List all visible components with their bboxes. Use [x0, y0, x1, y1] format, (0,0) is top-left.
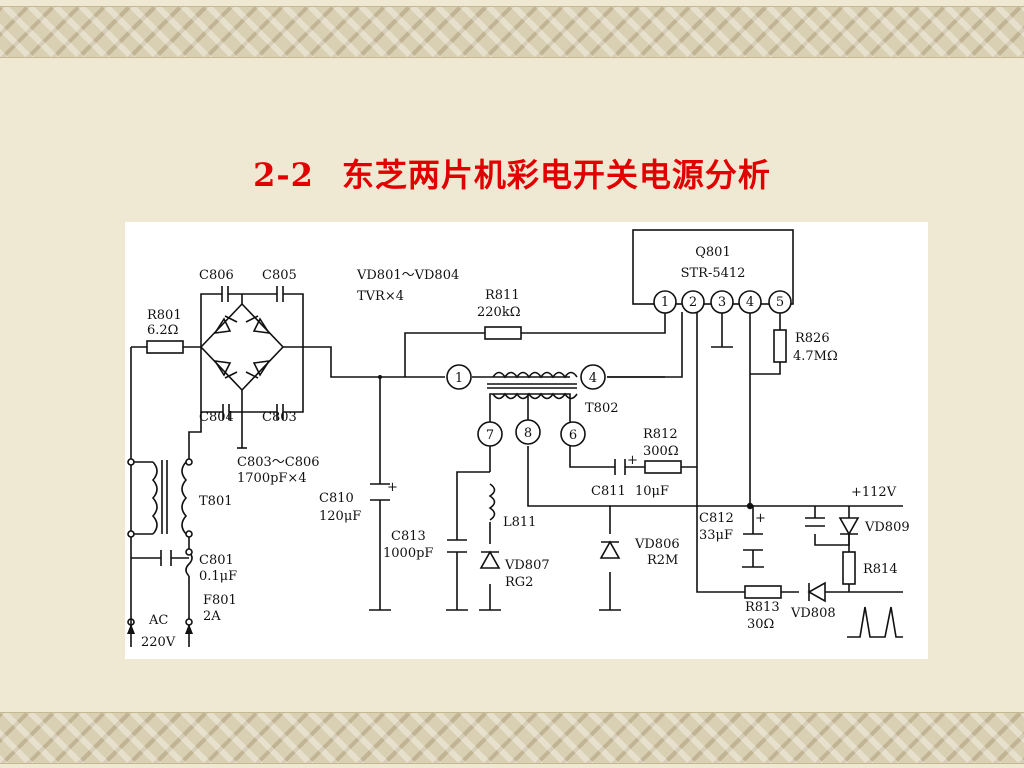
r814-resistor	[842, 551, 856, 585]
label-c803: C803	[262, 410, 297, 425]
t802-pins	[446, 364, 606, 447]
label-r812-value: 300Ω	[643, 444, 679, 459]
slide-title: 2-2 东芝两片机彩电开关电源分析	[0, 150, 1024, 196]
r801-resistor	[146, 340, 184, 354]
label-f801-value: 2A	[203, 609, 221, 624]
label-r813-value: 30Ω	[747, 617, 774, 632]
label-r811-value: 220kΩ	[477, 305, 520, 320]
label-c813: C813	[391, 529, 426, 544]
label-vd-range: VD801～VD804	[356, 268, 459, 283]
label-vd807-value: RG2	[505, 575, 533, 590]
label-c810: C810	[319, 491, 354, 506]
t802-pin-8: 8	[524, 426, 532, 441]
label-r826-value: 4.7MΩ	[793, 349, 838, 364]
label-vd809: VD809	[864, 520, 910, 535]
bottom-decorative-border	[0, 712, 1024, 764]
label-r801: R801	[147, 308, 182, 323]
label-ac: AC	[148, 613, 168, 628]
label-tvr: TVR×4	[357, 289, 404, 304]
l811-inductor	[488, 483, 496, 521]
label-vd806: VD806	[634, 537, 680, 552]
label-c804: C804	[199, 410, 234, 425]
label-c801-value: 0.1μF	[199, 569, 237, 584]
label-c806: C806	[199, 268, 234, 283]
bridge-caps-top	[221, 286, 284, 302]
label-c812: C812	[699, 511, 734, 526]
label-vd807: VD807	[504, 558, 550, 573]
label-c801: C801	[199, 553, 234, 568]
label-c811-value: 10μF	[635, 484, 669, 499]
circuit-svg: 1 2 3 4 5 1 4 7 8 6 C806 C805 C804 C803 …	[127, 229, 910, 650]
vd807-diode	[479, 550, 501, 569]
c811-plus: +	[627, 453, 638, 468]
q801-pin-3: 3	[718, 295, 726, 310]
q801-pin-5: 5	[776, 295, 784, 310]
label-r813: R813	[745, 600, 780, 615]
r813-resistor	[744, 585, 782, 599]
label-f801: F801	[203, 593, 237, 608]
t802-transformer	[487, 371, 578, 400]
snubber-capacitor	[805, 517, 825, 527]
label-c810-value: 120μF	[319, 509, 361, 524]
top-decorative-border	[0, 6, 1024, 58]
q801-pin-2: 2	[689, 295, 697, 310]
label-r801-value: 6.2Ω	[147, 323, 178, 338]
c812-capacitor	[743, 533, 763, 551]
label-l811: L811	[503, 515, 536, 530]
label-q801-type: STR-5412	[681, 266, 746, 281]
r811-resistor	[484, 326, 522, 340]
label-c-range-value: 1700pF×4	[237, 471, 307, 486]
junction-dot	[746, 502, 754, 510]
label-ac-value: 220V	[141, 635, 176, 650]
label-vd806-value: R2M	[647, 553, 678, 568]
label-t802: T802	[585, 401, 618, 416]
label-c811: C811	[591, 484, 626, 499]
label-out-voltage: +112V	[851, 485, 897, 500]
vd808-diode	[807, 581, 826, 603]
r826-resistor	[773, 329, 787, 363]
label-c812-value: 33μF	[699, 528, 733, 543]
title-number: 2-2	[253, 156, 314, 194]
bridge-diodes	[213, 315, 271, 379]
t802-pin-4: 4	[589, 371, 597, 386]
label-c-range: C803～C806	[237, 455, 320, 470]
wires	[130, 293, 903, 638]
label-r826: R826	[795, 331, 830, 346]
vd809-diode	[838, 517, 860, 536]
c810-plus: +	[387, 480, 398, 495]
label-r812: R812	[643, 427, 678, 442]
bridge-caps-bottom	[222, 404, 284, 420]
t802-pin-7: 7	[486, 428, 494, 443]
t802-pin-1: 1	[455, 371, 463, 386]
c813-capacitor	[447, 539, 467, 553]
f801-fuse	[127, 548, 193, 647]
c811-capacitor	[614, 459, 626, 475]
c810-capacitor	[370, 483, 390, 501]
label-q801: Q801	[695, 245, 730, 260]
label-vd808: VD808	[790, 606, 836, 621]
labels: 1 2 3 4 5 1 4 7 8 6 C806 C805 C804 C803 …	[141, 245, 910, 650]
q801-pin-4: 4	[746, 295, 754, 310]
label-c813-value: 1000pF	[383, 546, 433, 561]
r812-resistor	[644, 460, 682, 474]
label-t801: T801	[199, 494, 232, 509]
label-r811: R811	[485, 288, 520, 303]
q801-pins	[653, 290, 792, 314]
label-c805: C805	[262, 268, 297, 283]
q801-pin-1: 1	[661, 295, 669, 310]
t801-transformer	[127, 458, 193, 538]
c812-plus: +	[755, 511, 766, 526]
c801-capacitor	[160, 550, 172, 566]
title-text: 东芝两片机彩电开关电源分析	[341, 156, 771, 194]
circuit-diagram: 1 2 3 4 5 1 4 7 8 6 C806 C805 C804 C803 …	[125, 222, 928, 659]
t802-pin-6: 6	[569, 428, 577, 443]
junction-dot	[378, 375, 382, 379]
vd806-diode	[599, 540, 621, 559]
label-r814: R814	[863, 562, 898, 577]
